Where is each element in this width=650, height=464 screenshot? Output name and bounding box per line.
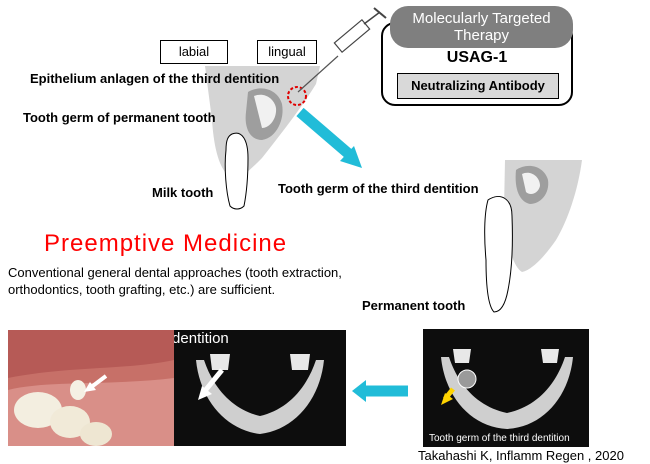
ct-scan-left: Erupted third dentition: [174, 330, 346, 446]
erupted-caption: Erupted third dentition: [174, 330, 229, 347]
usag1-label: USAG-1: [381, 49, 573, 67]
clinical-photo: [8, 330, 174, 446]
therapy-bubble: Molecularly Targeted Therapy: [390, 6, 573, 48]
clinical-photo-art: [8, 330, 174, 446]
milk-tooth-shape: [225, 133, 248, 209]
ct-scan-left-art: [174, 330, 346, 446]
epithelium-label: Epithelium anlagen of the third dentitio…: [30, 71, 279, 86]
labial-label: labial: [160, 40, 228, 64]
tooth-germ-third-label: Tooth germ of the third dentition: [278, 181, 479, 196]
milk-tooth-label: Milk tooth: [152, 185, 213, 200]
ct-caption: Tooth germ of the third dentition: [429, 433, 570, 444]
permanent-tooth-label: Permanent tooth: [362, 298, 465, 313]
therapy-bubble-text: Molecularly Targeted Therapy: [390, 6, 573, 44]
arrow-to-third-germ: [300, 112, 362, 168]
preemptive-title: Preemptive Medicine: [44, 230, 287, 258]
preemptive-text: Conventional general dental approaches (…: [8, 264, 342, 298]
lingual-label: lingual: [257, 40, 317, 64]
ct-scan-right: Tooth germ of the third dentition: [423, 329, 589, 447]
permanent-tooth-shape: [485, 197, 513, 312]
citation: Takahashi K, Inflamm Regen , 2020: [418, 448, 624, 463]
neutralizing-antibody-box: Neutralizing Antibody: [397, 73, 559, 99]
ct-scan-right-art: [423, 329, 589, 447]
tooth-germ-permanent-label: Tooth germ of permanent tooth: [23, 110, 216, 125]
arrow-to-photos: [352, 380, 408, 402]
